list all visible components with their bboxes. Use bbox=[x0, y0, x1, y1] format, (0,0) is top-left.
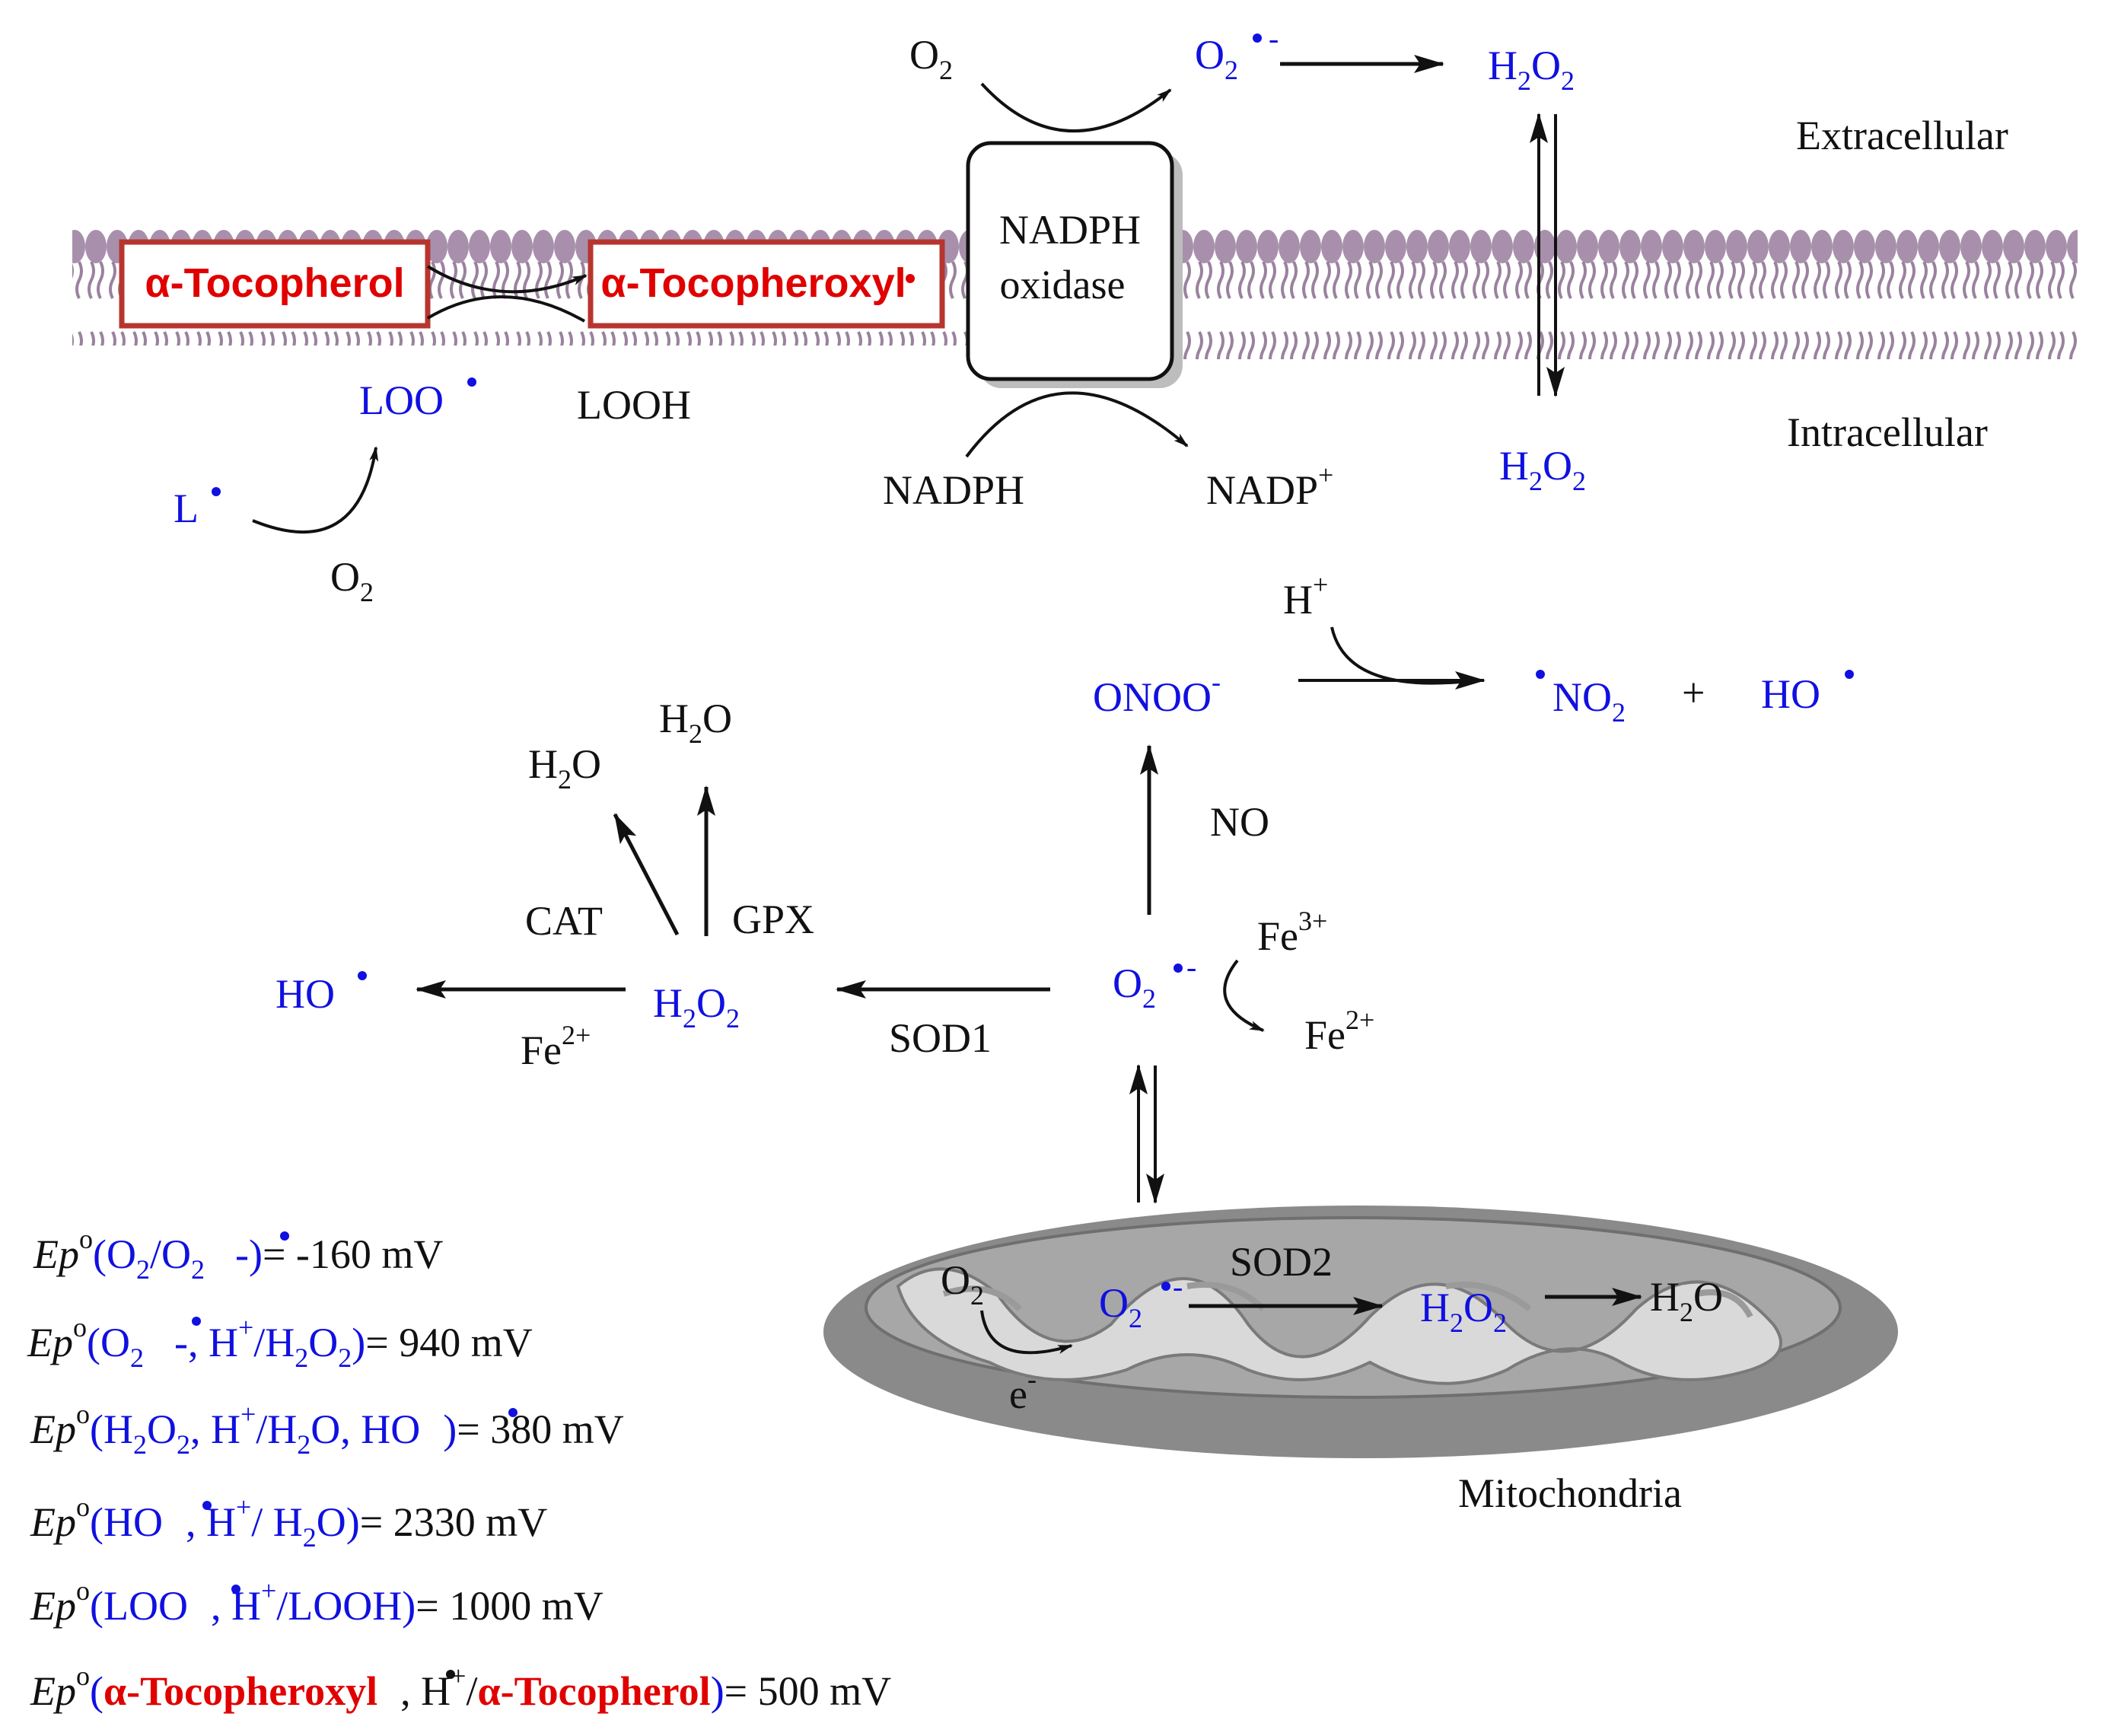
fe2-label-left: Fe2+ bbox=[521, 1020, 591, 1073]
tocopheroxyl-label: α-Tocopheroxyl bbox=[600, 260, 906, 306]
lipid-peroxidation: LOO LOOH L O2 bbox=[174, 377, 691, 607]
l-radical-label: L bbox=[174, 486, 199, 531]
intracellular-label: Intracellular bbox=[1787, 409, 1988, 455]
radical-dot bbox=[280, 1231, 289, 1241]
h2o2-branch: H2O2 HO Fe2+ CAT GPX H2O H2O bbox=[275, 696, 814, 1073]
o2-lipid: O2 bbox=[330, 554, 374, 607]
cat-arrow bbox=[613, 813, 680, 936]
radical-dot bbox=[202, 1501, 212, 1510]
nadp-label: NADP+ bbox=[1206, 460, 1333, 513]
mito-h2o-label: H2O bbox=[1650, 1274, 1723, 1327]
tocopheroxyl-box: α-Tocopheroxyl bbox=[588, 239, 945, 329]
h-plus-arc bbox=[1330, 626, 1476, 685]
electron-label: e- bbox=[1009, 1364, 1037, 1417]
potential-3: Epo(H2O2, H+/H2O, HO)= 380 mV bbox=[30, 1399, 624, 1460]
radical-dot bbox=[1845, 670, 1854, 679]
o2-to-superoxide-arrow bbox=[980, 82, 1172, 132]
h2o2-transport: H2O2 bbox=[1499, 113, 1586, 496]
cat-label: CAT bbox=[525, 898, 603, 944]
fe3-label: Fe3+ bbox=[1257, 906, 1327, 959]
tocopherol-label: α-Tocopherol bbox=[145, 260, 404, 306]
h2o-cat-label: H2O bbox=[528, 741, 601, 795]
tocopherol-box: α-Tocopherol bbox=[119, 239, 431, 329]
no2-label: NO2 bbox=[1552, 674, 1626, 728]
radical-dot bbox=[192, 1317, 201, 1326]
radical-dot bbox=[212, 487, 221, 496]
nadph-reaction: NADPH NADP+ bbox=[883, 391, 1333, 513]
potential-5: Epo(LOO, H+/LOOH)= 1000 mV bbox=[30, 1575, 603, 1629]
nadph-arrow bbox=[965, 391, 1189, 458]
enzyme-line2: oxidase bbox=[1000, 262, 1126, 307]
superoxide-center-label: O2- bbox=[1113, 950, 1196, 1014]
potential-2: Epo(O2-, H+/H2O2)= 940 mV bbox=[27, 1312, 533, 1373]
sod1-label: SOD1 bbox=[889, 1015, 992, 1061]
peroxynitrite-reaction: H+ ONOO- NO2 + HO NO bbox=[1093, 569, 1854, 915]
radical-dot bbox=[508, 1408, 517, 1417]
radical-dot bbox=[906, 274, 915, 283]
superoxide-center: O2- Fe3+ Fe2+ SOD1 bbox=[836, 906, 1374, 1061]
nadph-label: NADPH bbox=[883, 467, 1024, 513]
mito-superoxide-label: O2- bbox=[1099, 1269, 1183, 1333]
ho-label-left: HO bbox=[275, 971, 335, 1017]
radical-dot bbox=[1536, 670, 1545, 679]
o2-top: O2 bbox=[909, 32, 953, 85]
mito-h2o2-label: H2O2 bbox=[1420, 1285, 1507, 1338]
potential-1: Epo(O2/O2-)= -160 mV bbox=[33, 1224, 443, 1285]
mito-o2-label: O2 bbox=[941, 1257, 984, 1311]
onoo-label: ONOO- bbox=[1093, 667, 1221, 720]
membrane-right bbox=[1172, 186, 2078, 359]
h2o-gpx-label: H2O bbox=[659, 696, 732, 749]
tocopherol-cross-arc bbox=[426, 295, 585, 323]
potential-4: Epo(HO, H+/ H2O)= 2330 mV bbox=[30, 1492, 547, 1553]
superoxide-top: O2- bbox=[1195, 21, 1279, 85]
plus-sign: + bbox=[1682, 670, 1705, 715]
potential-6: Epo(α-Tocopheroxyl, H+/α-Tocopherol)= 50… bbox=[30, 1661, 891, 1714]
fe2-label-right: Fe2+ bbox=[1304, 1005, 1374, 1058]
h-plus-label: H+ bbox=[1283, 569, 1328, 623]
radical-dot bbox=[358, 971, 367, 980]
sod2-label: SOD2 bbox=[1230, 1239, 1333, 1285]
radical-dot bbox=[1174, 964, 1183, 973]
radical-dot bbox=[467, 377, 476, 387]
nadph-oxidase: NADPH oxidase bbox=[966, 141, 1183, 388]
top-reaction: O2 O2- O H2O2 bbox=[909, 21, 1575, 132]
radical-dot bbox=[231, 1585, 240, 1594]
no-label: NO bbox=[1210, 799, 1269, 845]
h2o2-center-label: H2O2 bbox=[653, 980, 740, 1034]
ho-label-right: HO bbox=[1761, 671, 1820, 717]
mitochondrion: O2 e- O2- SOD2 H2O2 H2O Mitochondria bbox=[823, 1206, 1898, 1516]
mitochondria-label: Mitochondria bbox=[1458, 1470, 1682, 1516]
gpx-label: GPX bbox=[732, 897, 814, 942]
potentials-list: Epo(O2/O2-)= -160 mV Epo(O2-, H+/H2O2)= … bbox=[27, 1224, 891, 1714]
radical-dot bbox=[446, 1670, 455, 1679]
tocopherol-oxidation-arrow bbox=[426, 265, 588, 294]
l-to-loo-arrow bbox=[252, 446, 379, 534]
radical-dot bbox=[1253, 33, 1262, 43]
loo-label: LOO bbox=[359, 377, 444, 423]
extracellular-label: Extracellular bbox=[1796, 113, 2008, 158]
h2o2-intracellular-label: H2O2 bbox=[1499, 443, 1586, 496]
mito-electron-arrow bbox=[980, 1310, 1073, 1355]
looh-label: LOOH bbox=[577, 382, 691, 428]
fe-reduction-arrow bbox=[1223, 959, 1265, 1032]
radical-dot bbox=[1161, 1282, 1170, 1291]
h2o2-extracellular-label: H2O2 bbox=[1488, 43, 1575, 96]
enzyme-line1: NADPH bbox=[999, 207, 1141, 253]
